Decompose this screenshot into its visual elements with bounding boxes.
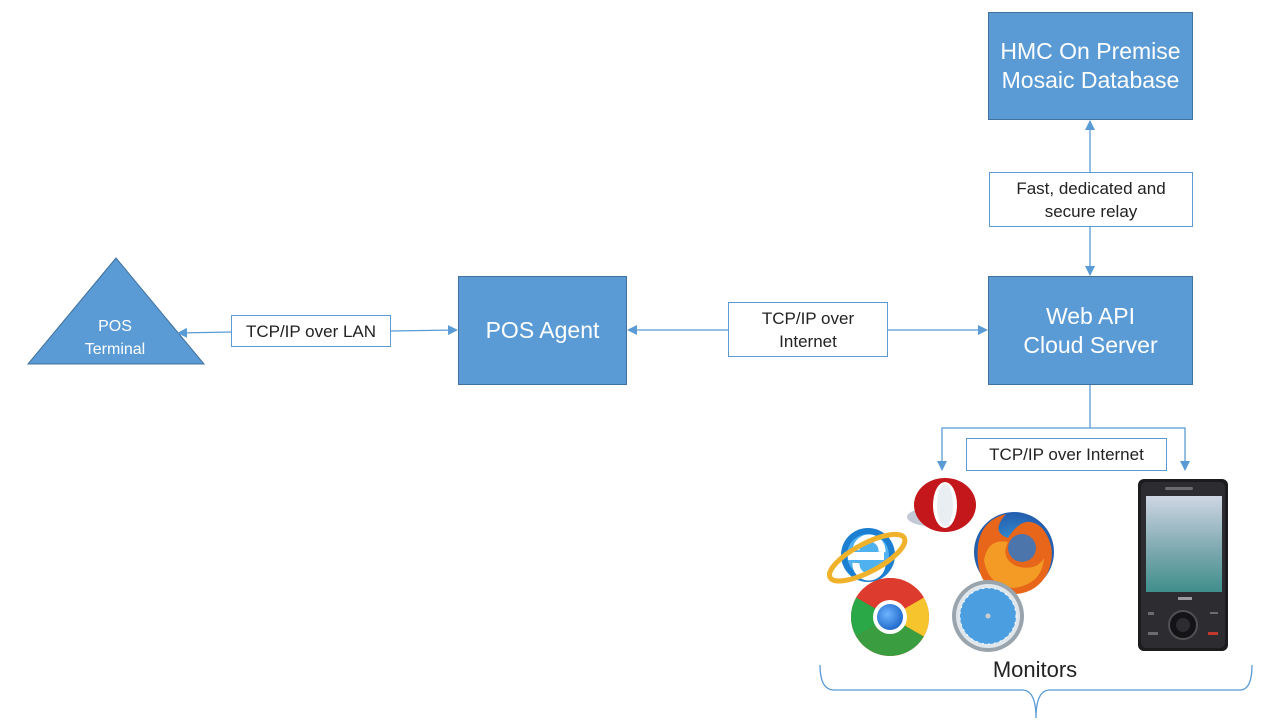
hmc-database-box[interactable]: HMC On Premise Mosaic Database [988, 12, 1193, 120]
safari-icon[interactable] [952, 580, 1024, 652]
pos-terminal-triangle[interactable] [26, 257, 206, 365]
pos-agent-label: POS Agent [485, 317, 600, 343]
chrome-icon[interactable] [850, 577, 930, 657]
connector-lan-right [389, 325, 458, 336]
opera-icon[interactable] [907, 478, 976, 532]
monitors-brace [819, 664, 1253, 719]
firefox-icon[interactable] [974, 512, 1054, 595]
monitors-connection-label: TCP/IP over Internet [966, 438, 1167, 471]
web-api-box[interactable]: Web API Cloud Server [988, 276, 1193, 385]
internet-connection-text: TCP/IP over Internet [761, 308, 855, 351]
connector-mobile [1090, 427, 1190, 471]
pos-terminal-label: POS Terminal [84, 318, 146, 358]
monitors-label: Monitors [992, 657, 1078, 682]
monitors-connection-text: TCP/IP over Internet [989, 445, 1144, 464]
connector-monitors [937, 385, 1091, 471]
relay-connection-text: Fast, dedicated and secure relay [1016, 178, 1166, 221]
web-api-label: Web API Cloud Server [1023, 302, 1158, 358]
internet-explorer-icon[interactable] [824, 526, 911, 590]
internet-connection-label: TCP/IP over Internet [728, 302, 888, 357]
hmc-database-label: HMC On Premise Mosaic Database [1000, 38, 1181, 93]
relay-connection-label: Fast, dedicated and secure relay [989, 172, 1193, 227]
connectors [177, 120, 1253, 719]
mobile-phone-icon[interactable] [1138, 479, 1228, 651]
lan-connection-text: TCP/IP over LAN [245, 321, 377, 341]
pos-agent-box[interactable]: POS Agent [458, 276, 627, 385]
lan-connection-label: TCP/IP over LAN [231, 315, 391, 347]
connector-lan-left [177, 327, 233, 338]
